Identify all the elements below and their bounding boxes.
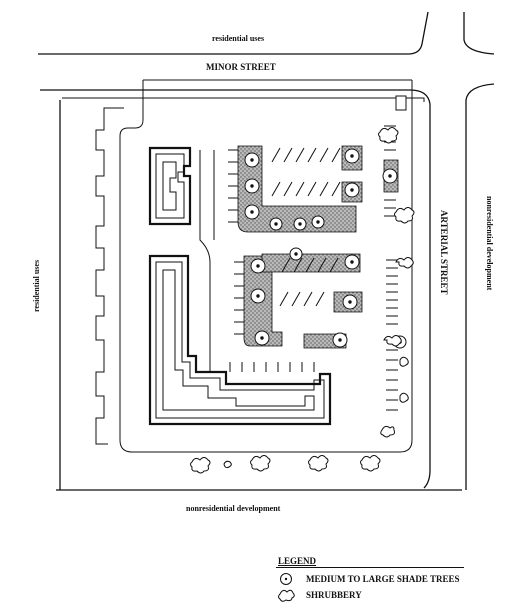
right-block-edge-bottom [465,83,495,490]
arterial-east-edge-lower [423,250,431,489]
legend-row-shrubs: SHRUBBERY [276,588,362,602]
landscape-islands [237,145,399,349]
street-lines [38,11,495,491]
shrub-icon [394,207,415,224]
label-nonresidential-bottom: nonresidential development [186,504,281,513]
entry-sign [395,95,407,111]
legend-rule [276,567,464,568]
shrub-icon [395,257,414,269]
right-block-edge-top [463,12,495,55]
building-lower [148,254,332,426]
shade-trees [244,148,407,349]
shrub-icon [399,356,409,367]
legend: LEGEND MEDIUM TO LARGE SHADE TREES SHRUB… [276,556,466,608]
shrub-icon [378,127,399,144]
shrub-icon [190,457,211,474]
shrub-icon [383,335,402,347]
site-boundary [62,97,425,445]
label-residential-top: residential uses [212,34,265,43]
legend-title: LEGEND [278,556,317,566]
legend-label-trees: MEDIUM TO LARGE SHADE TREES [306,574,460,584]
shrub-icon [399,392,409,403]
shrub-icon [380,425,395,438]
building-upper [148,146,192,226]
label-minor-street: MINOR STREET [206,62,276,72]
drive-aisles [119,79,413,453]
minor-street-edge [40,89,431,250]
shrub-icon [308,455,329,472]
shrub-icon [360,455,381,472]
parking-stalls [228,125,398,411]
shrub-icon [223,460,232,469]
walkway [199,150,215,372]
legend-row-trees: MEDIUM TO LARGE SHADE TREES [276,572,460,586]
shrub-icon [276,588,296,602]
legend-label-shrubs: SHRUBBERY [306,590,362,600]
shrub-icon [250,455,271,472]
label-arterial-street: ARTERIAL STREET [439,210,449,295]
shrubbery [190,127,415,474]
label-residential-left: residential uses [32,259,41,312]
island-upper [237,145,357,233]
top-block-edge [38,11,429,55]
tree-icon [276,572,296,586]
label-nonresidential-right: nonresidential development [485,196,494,291]
